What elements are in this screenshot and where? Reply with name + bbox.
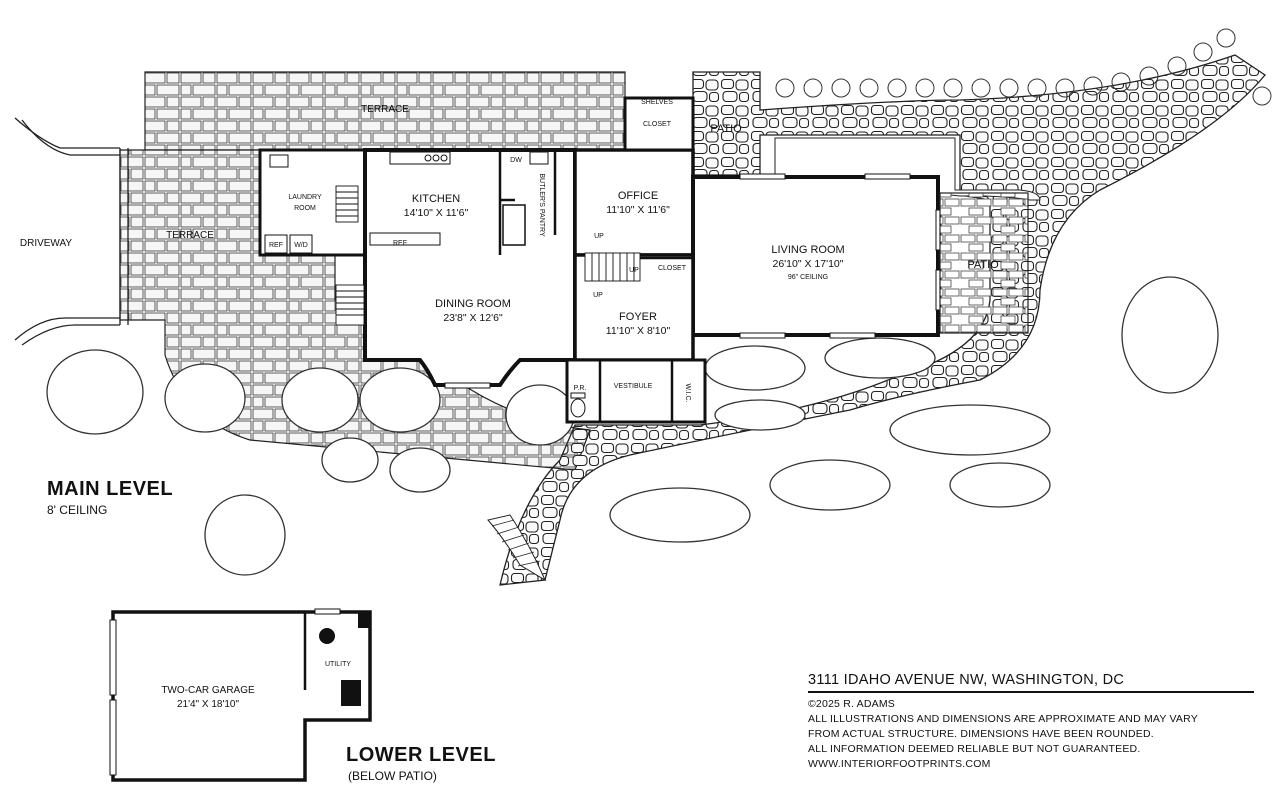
- disclaimer-line: ALL ILLUSTRATIONS AND DIMENSIONS ARE APP…: [808, 713, 1198, 725]
- label-garage: TWO-CAR GARAGE: [161, 685, 255, 696]
- property-address: 3111 IDAHO AVENUE NW, WASHINGTON, DC: [808, 672, 1254, 693]
- label-kitchen: KITCHEN: [412, 193, 460, 205]
- label-dining-room: DINING ROOM: [435, 298, 511, 310]
- label-living-dim: 26'10" X 17'10": [772, 258, 843, 270]
- lower-level-walls: [109, 608, 372, 782]
- main-level-title: MAIN LEVEL: [47, 478, 174, 500]
- shrub-row: [775, 28, 1272, 106]
- disclaimer-line: FROM ACTUAL STRUCTURE. DIMENSIONS HAVE B…: [808, 728, 1154, 740]
- label-living-ceiling: 96" CEILING: [788, 274, 828, 281]
- label-laundry-2: ROOM: [294, 205, 316, 212]
- label-patio-right: PATIO: [967, 259, 999, 271]
- label-closet-top: CLOSET: [643, 121, 672, 128]
- label-ref-laundry: REF: [269, 242, 283, 249]
- disclaimer-block: 3111 IDAHO AVENUE NW, WASHINGTON, DC ©20…: [808, 672, 1254, 772]
- lower-level-title: LOWER LEVEL: [346, 744, 496, 766]
- label-office: OFFICE: [618, 190, 658, 202]
- lower-level-subtitle: (BELOW PATIO): [348, 769, 437, 783]
- label-vestibule: VESTIBULE: [614, 383, 653, 390]
- main-level-subtitle: 8' CEILING: [47, 503, 108, 517]
- label-driveway: DRIVEWAY: [20, 238, 73, 249]
- label-wic: W.I.C.: [684, 383, 691, 402]
- label-terrace-top: TERRACE: [361, 104, 409, 115]
- label-utility: UTILITY: [325, 661, 351, 668]
- website-link[interactable]: WWW.INTERIORFOOTPRINTS.COM: [808, 758, 991, 770]
- patio-right-paving: [939, 192, 1029, 334]
- copyright-text: ©2025 R. ADAMS: [808, 698, 895, 710]
- label-office-dim: 11'10" X 11'6": [606, 204, 670, 216]
- label-foyer-dim: 11'10" X 8'10": [606, 325, 671, 337]
- room-labels: TERRACE TERRACE DRIVEWAY LAUNDRY ROOM RE…: [20, 99, 999, 710]
- disclaimer-line: ALL INFORMATION DEEMED RELIABLE BUT NOT …: [808, 743, 1141, 755]
- landscape-trees: [46, 276, 1219, 576]
- label-living-room: LIVING ROOM: [771, 244, 844, 256]
- label-terrace-left: TERRACE: [166, 230, 214, 241]
- label-laundry-1: LAUNDRY: [288, 194, 322, 201]
- label-shelves: SHELVES: [641, 99, 673, 106]
- label-garage-dim: 21'4" X 18'10": [177, 699, 240, 710]
- label-wd: W/D: [294, 242, 308, 249]
- label-dw: DW: [510, 157, 522, 164]
- label-foyer: FOYER: [619, 311, 657, 323]
- label-up-3: UP: [629, 267, 639, 274]
- label-ref-kitchen: REF: [393, 240, 407, 247]
- label-dining-dim: 23'8" X 12'6": [443, 312, 503, 324]
- label-pr: P.R.: [574, 385, 587, 392]
- house-walls: [258, 96, 940, 424]
- label-butlers-pantry: BUTLER'S PANTRY: [538, 173, 545, 237]
- label-up-1: UP: [594, 233, 604, 240]
- label-kitchen-dim: 14'10" X 11'6": [404, 207, 469, 219]
- label-closet-stair: CLOSET: [658, 265, 687, 272]
- label-up-2: UP: [593, 292, 603, 299]
- driveway-curbs: [14, 117, 129, 346]
- label-patio-top: PATIO: [710, 123, 742, 135]
